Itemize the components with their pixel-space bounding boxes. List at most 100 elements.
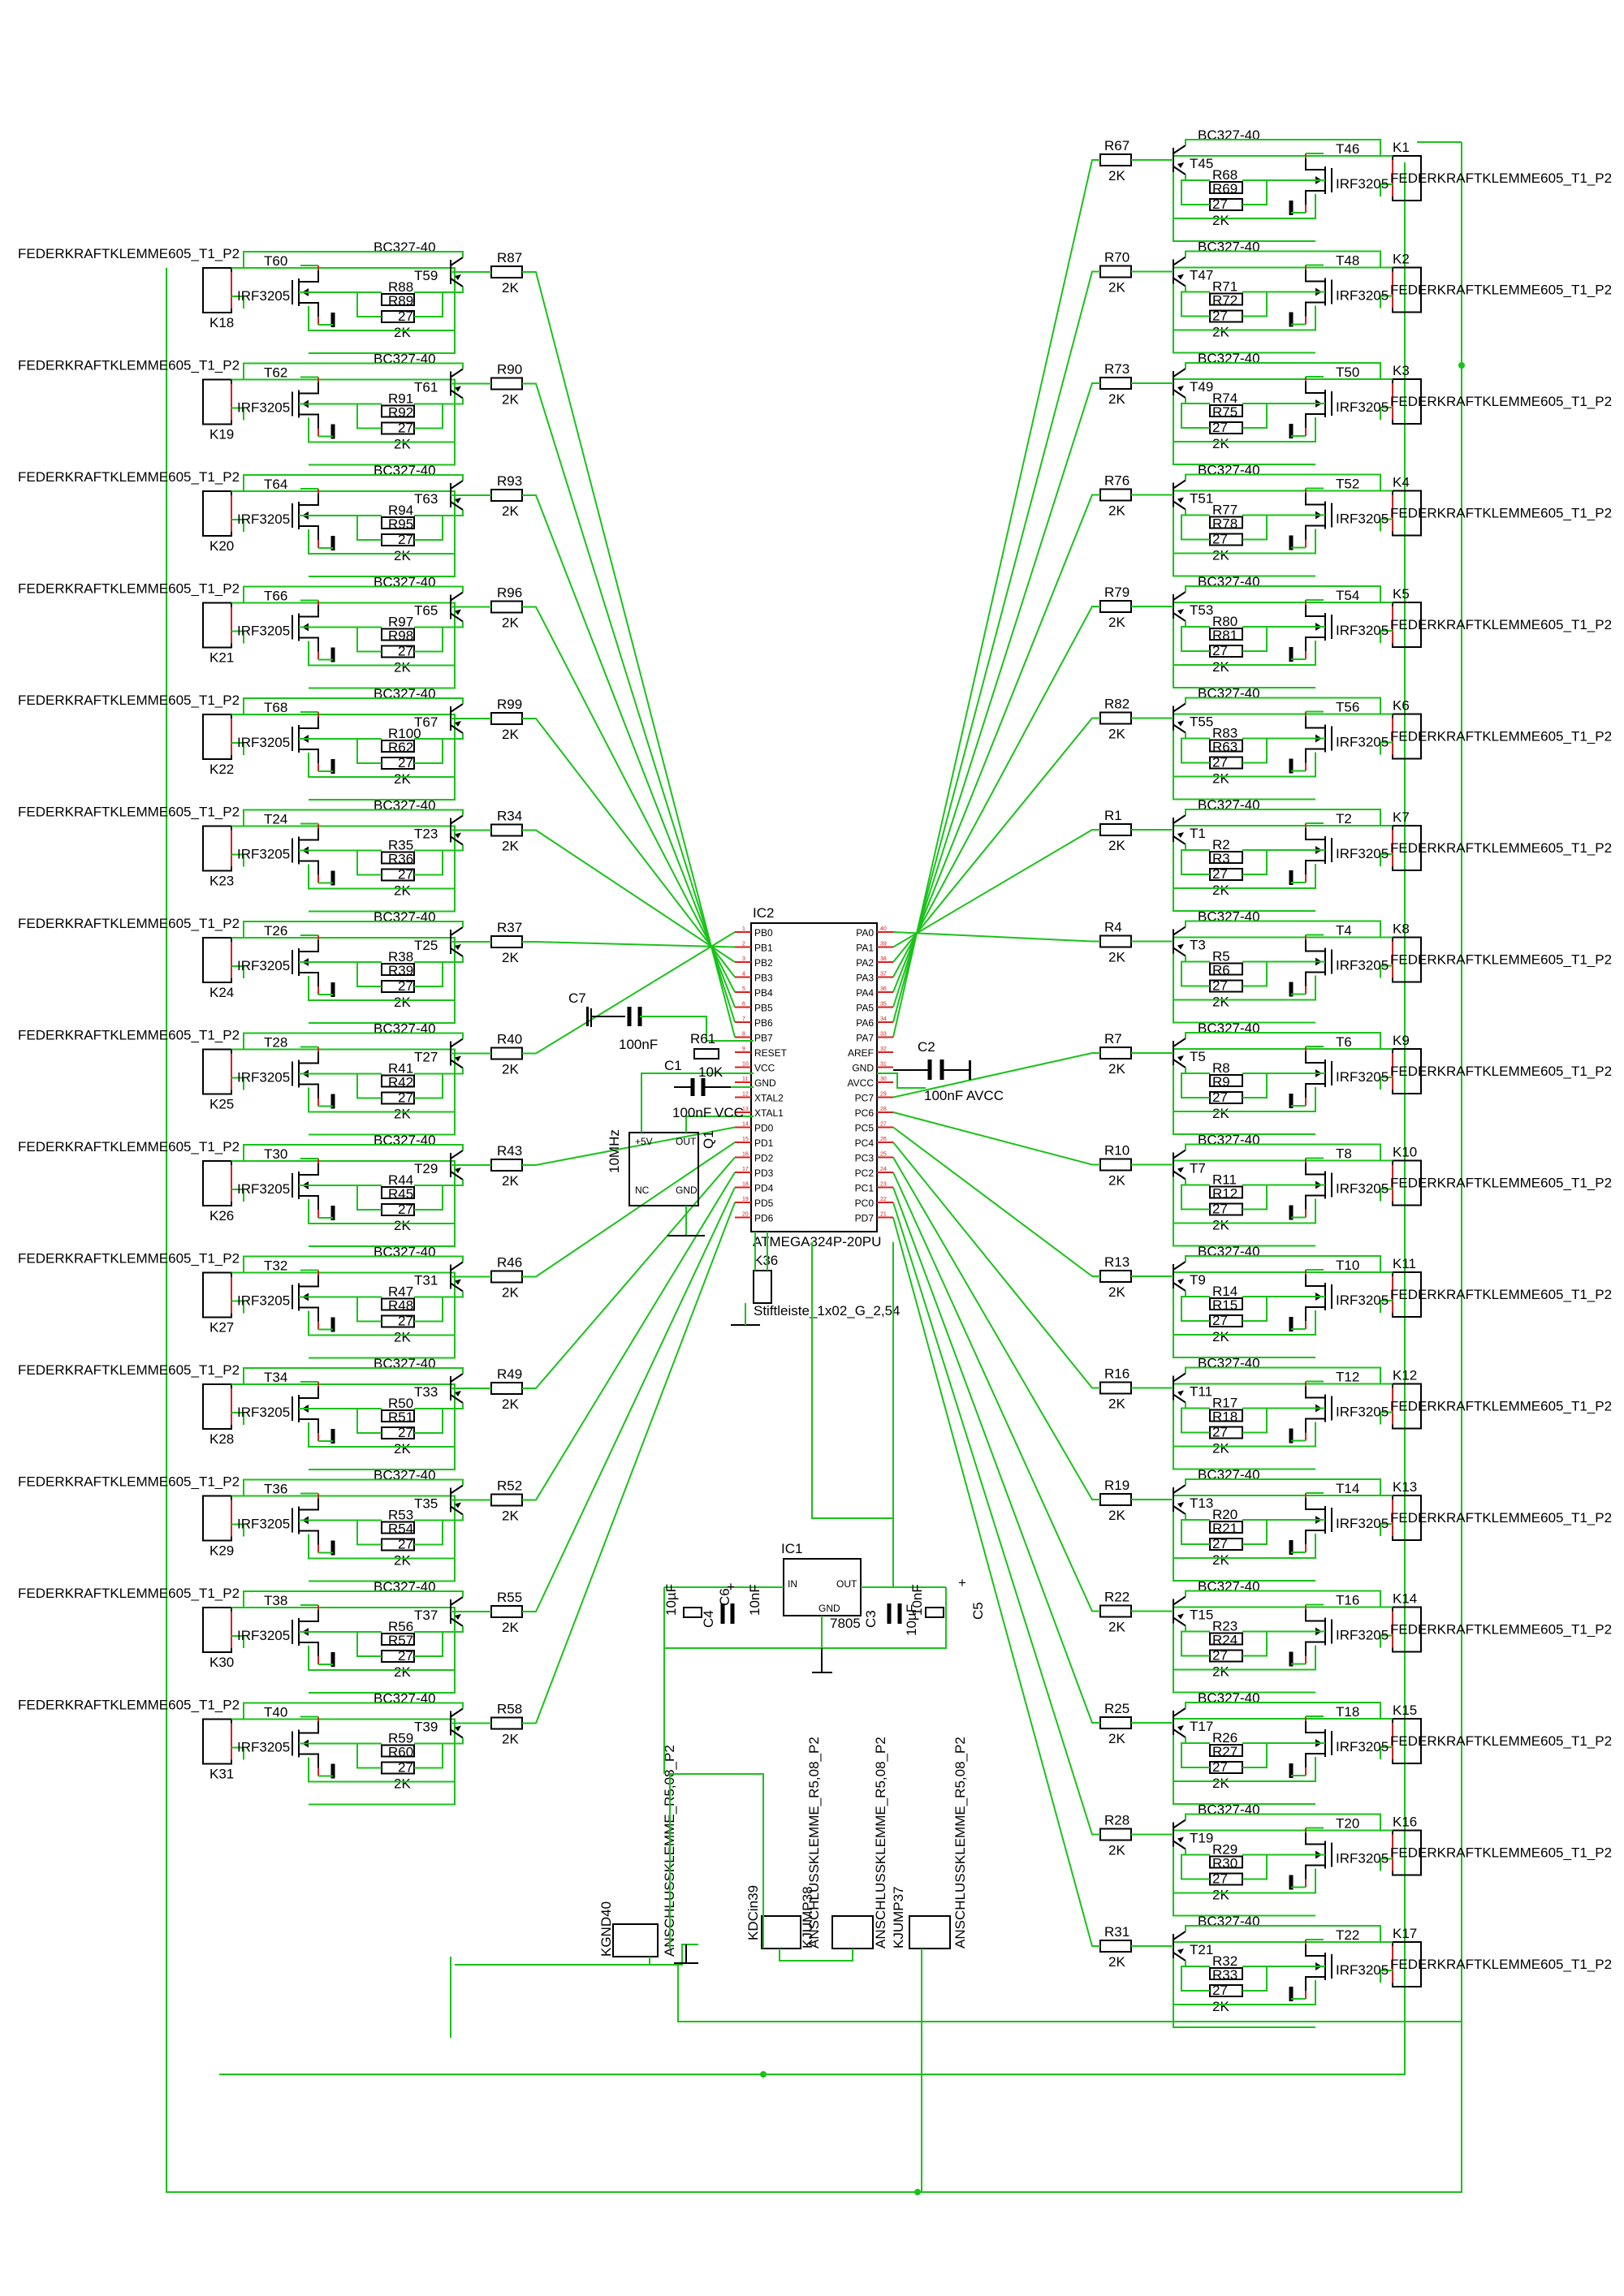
pulldown-resistor-value: 2K: [394, 883, 411, 899]
base-resistor-value: 2K: [1108, 1061, 1125, 1077]
transistor-ref: T63: [414, 491, 438, 507]
gate-resistor-ref: R89: [388, 293, 413, 309]
r61-value: 10K: [698, 1064, 723, 1080]
gate-resistor-ref: R72: [1212, 293, 1237, 309]
connector-ref: K31: [209, 1767, 234, 1782]
channel-k11: K11FEDERKRAFTKLEMME605_T1_P2T10IRF3205R1…: [1099, 1244, 1612, 1358]
pulldown-resistor-value: 2K: [1212, 883, 1229, 898]
mcu-pin-pb1: PB1: [754, 943, 773, 954]
base-resistor: [490, 1605, 523, 1618]
base-resistor-ref: R37: [497, 920, 522, 935]
base-resistor-ref: R43: [497, 1143, 522, 1159]
pulldown-resistor-value: 2K: [1212, 1776, 1229, 1791]
mcu-pin-aref: AREF: [848, 1047, 874, 1059]
mcu-signal-wires: [522, 159, 1100, 1947]
connector-part-label: FEDERKRAFTKLEMME605_T1_P2: [18, 1474, 240, 1490]
gate-resistor-ref: R75: [1212, 404, 1237, 420]
connector-part-label: FEDERKRAFTKLEMME605_T1_P2: [1390, 1176, 1612, 1191]
channel-k17: K17FEDERKRAFTKLEMME605_T1_P2T22IRF3205R3…: [1099, 1914, 1612, 2028]
mosfet-ref: T24: [264, 812, 287, 827]
transistor-part: BC327-40: [374, 1356, 436, 1371]
gate-resistor: [381, 1297, 415, 1311]
transistor-ref: T49: [1190, 379, 1213, 395]
gate-resistor-ref: R98: [388, 628, 413, 644]
connector-part-label: FEDERKRAFTKLEMME605_T1_P2: [1390, 394, 1612, 409]
mcu-pin-number: 31: [880, 1062, 887, 1068]
mcu-pin-number: 32: [880, 1047, 887, 1052]
pulldown-resistor-ref: R17: [1212, 1396, 1237, 1411]
connector-part-label: FEDERKRAFTKLEMME605_T1_P2: [1390, 283, 1612, 298]
connector-part-label: FEDERKRAFTKLEMME605_T1_P2: [1390, 729, 1612, 744]
pulldown-resistor-value: 2K: [394, 1218, 411, 1233]
gate-resistor: [1209, 851, 1243, 864]
gate-resistor-ref: R48: [388, 1298, 413, 1314]
mcu-pin-number: 40: [880, 926, 887, 932]
gate-resistor: [1209, 739, 1243, 753]
pulldown-resistor-value: 2K: [1212, 1552, 1229, 1568]
base-resistor: [1099, 377, 1132, 390]
gate-resistor-value: 27: [398, 1760, 413, 1776]
mcu-pin-number: 38: [880, 956, 887, 962]
transistor-part: BC327-40: [1198, 1244, 1260, 1259]
pulldown-resistor-ref: R23: [1212, 1619, 1237, 1634]
mcu-pin-number: 1: [742, 926, 745, 932]
mosfet-ref: T36: [264, 1482, 287, 1497]
mosfet-part: IRF3205: [1336, 1516, 1389, 1531]
mcu-ref: IC2: [753, 905, 774, 921]
pulldown-resistor-value: 2K: [1212, 1106, 1229, 1121]
header-part: Stiftleiste_1x02_G_2,54: [754, 1303, 901, 1318]
pulldown-resistor-ref: R88: [388, 279, 413, 295]
mcu-pin-pd7: PD7: [855, 1213, 875, 1224]
mcu-pin-number: 18: [742, 1182, 749, 1188]
right-output-channels: K1FEDERKRAFTKLEMME605_T1_P2T46IRF3205R68…: [1099, 127, 1612, 2028]
transistor-part: BC327-40: [1198, 686, 1260, 701]
mosfet-part: IRF3205: [237, 400, 290, 416]
mcu-pin-number: 13: [742, 1107, 749, 1112]
pulldown-resistor-ref: R47: [388, 1284, 413, 1300]
channel-k27: FEDERKRAFTKLEMME605_T1_P2K27T32IRF3205R4…: [18, 1245, 523, 1359]
connector-ref: K9: [1393, 1033, 1410, 1048]
pulldown-resistor-ref: R41: [388, 1061, 413, 1077]
connector-part-label: FEDERKRAFTKLEMME605_T1_P2: [1390, 1845, 1612, 1861]
gate-resistor-ref: R15: [1212, 1297, 1237, 1313]
connector-part-label: FEDERKRAFTKLEMME605_T1_P2: [1390, 1733, 1612, 1749]
mosfet-ref: T68: [264, 700, 287, 715]
pulldown-resistor-ref: R35: [388, 838, 413, 853]
connector-ref: K17: [1393, 1926, 1417, 1941]
mcu-pin-number: 27: [880, 1122, 887, 1128]
pulldown-resistor-ref: R38: [388, 949, 413, 965]
pulldown-resistor-value: 2K: [394, 660, 411, 675]
connector-ref: K16: [1393, 1815, 1417, 1830]
gate-resistor-ref: R54: [388, 1521, 413, 1537]
base-resistor-ref: R90: [497, 362, 522, 378]
mcu-pin-number: 26: [880, 1137, 887, 1142]
transistor-part: BC327-40: [374, 1133, 436, 1148]
mcu-pin-pa0: PA0: [856, 927, 874, 939]
base-resistor-value: 2K: [502, 1732, 519, 1747]
base-resistor-ref: R25: [1104, 1701, 1129, 1716]
pulldown-resistor-ref: R2: [1212, 837, 1230, 852]
gate-resistor: [1209, 628, 1243, 641]
mcu-pin-gnd: GND: [852, 1063, 874, 1074]
pulldown-resistor-value: 2K: [1212, 1999, 1229, 2014]
channel-k9: K9FEDERKRAFTKLEMME605_T1_P2T6IRF3205R8R9…: [1099, 1021, 1612, 1135]
connector-part-label: FEDERKRAFTKLEMME605_T1_P2: [18, 1028, 240, 1043]
base-resistor: [490, 823, 523, 837]
connector-ref: K5: [1393, 586, 1410, 602]
mosfet-ref: T8: [1336, 1146, 1352, 1162]
base-resistor: [490, 1159, 523, 1172]
transistor-part: BC327-40: [374, 909, 436, 925]
base-resistor: [490, 1716, 523, 1730]
base-resistor: [490, 600, 523, 614]
gate-resistor-value: 27: [1212, 1648, 1228, 1664]
gate-resistor-value: 27: [398, 867, 413, 883]
left-output-channels: FEDERKRAFTKLEMME605_T1_P2K18T60IRF3205R8…: [18, 240, 523, 1806]
transistor-ref: T37: [414, 1608, 438, 1623]
mcu-pin-number: 10: [742, 1062, 749, 1068]
pulldown-resistor-ref: R77: [1212, 503, 1237, 518]
gate-resistor: [1209, 962, 1243, 976]
transistor-part: BC327-40: [1198, 1802, 1260, 1818]
gate-resistor: [1209, 1632, 1243, 1646]
gate-resistor: [381, 628, 415, 641]
transistor-part: BC327-40: [1198, 127, 1260, 143]
